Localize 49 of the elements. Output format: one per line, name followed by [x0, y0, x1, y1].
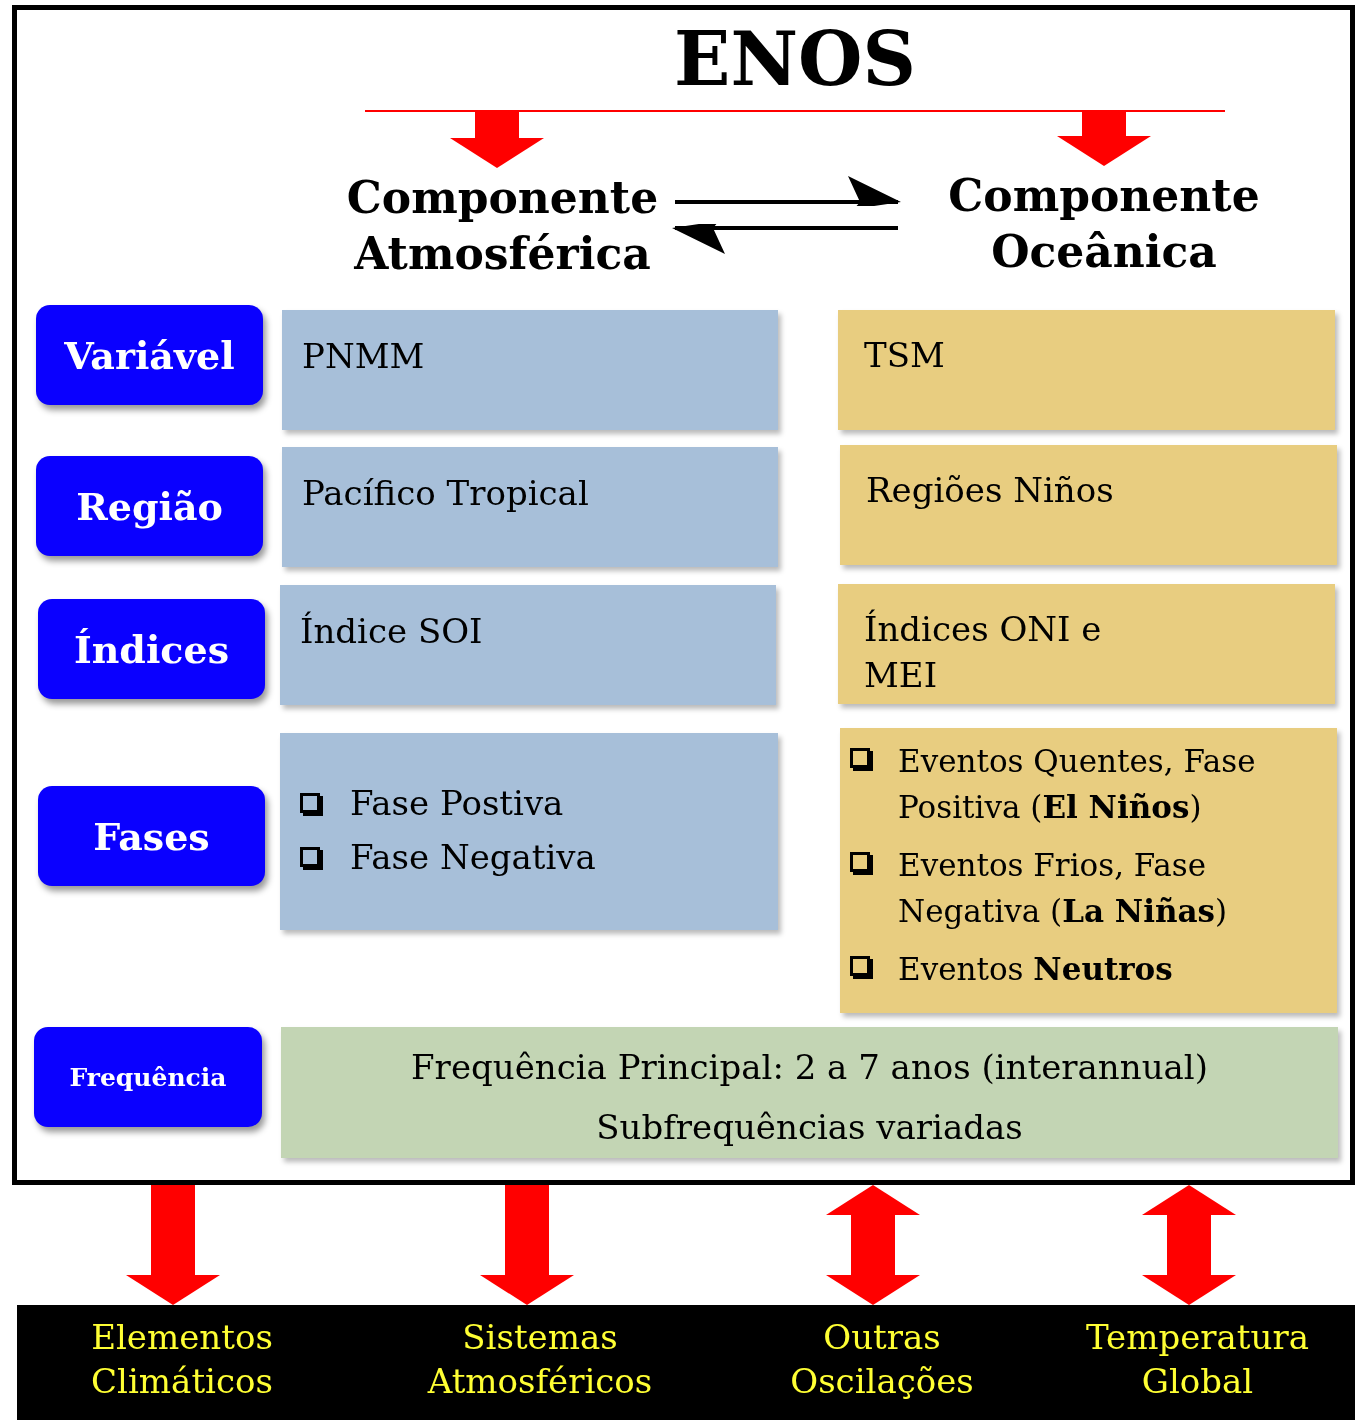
list-item-text: Eventos Quentes, Fase Positiva (El Niños) [898, 742, 1257, 827]
list-item-text: Fase Negativa [350, 837, 596, 877]
panel-text: Índice SOI [300, 611, 484, 651]
panel-text: TSM [864, 334, 946, 377]
panel-text: Frequência Principal: 2 a 7 anos (interannual) [410, 1046, 1209, 1089]
harpoon-arrow [675, 176, 901, 209]
atmospheric-panel [280, 733, 778, 930]
panel-text: Subfrequências variadas [595, 1106, 1024, 1149]
category-tab [38, 599, 265, 699]
oceanic-panel [838, 584, 1335, 704]
impact-label: Elementos Climáticos [90, 1316, 274, 1403]
component-heading: Componente Atmosférica [345, 171, 660, 281]
category-tab [36, 456, 263, 556]
diagram-frame [12, 5, 1355, 1185]
block-arrow [1057, 112, 1151, 166]
panel-text: Regiões Niños [866, 469, 1115, 512]
component-heading: Componente Oceânica [947, 169, 1261, 279]
category-text: Índices [73, 626, 230, 672]
impact-band [17, 1305, 1355, 1420]
oceanic-panel [840, 728, 1337, 1013]
list-item-text: Eventos Neutros [898, 950, 1173, 989]
oceanic-panel [838, 310, 1335, 430]
category-text: Variável [64, 332, 235, 378]
atmospheric-panel [282, 447, 778, 567]
impact-label: Temperatura Global [1085, 1316, 1310, 1403]
category-text: Fases [93, 813, 210, 859]
block-arrow [450, 112, 544, 168]
impact-label: Outras Oscilações [789, 1316, 975, 1403]
atmospheric-panel [280, 585, 776, 705]
double-arrow [826, 1185, 920, 1305]
frequency-panel [281, 1027, 1338, 1158]
impact-label: Sistemas Atmosféricos [426, 1316, 654, 1403]
double-arrow [1142, 1185, 1236, 1305]
atmospheric-panel [282, 310, 778, 430]
list-item-text: Fase Postiva [350, 783, 564, 823]
title-text: ENOS [673, 15, 917, 104]
block-arrow [480, 1185, 574, 1305]
oceanic-panel [840, 445, 1337, 565]
category-tab [38, 786, 265, 886]
harpoon-arrow [672, 221, 898, 254]
category-tab [34, 1027, 262, 1127]
block-arrow [126, 1185, 220, 1305]
panel-text: Pacífico Tropical [302, 473, 590, 513]
category-text: Frequência [69, 1062, 227, 1092]
category-text: Região [76, 483, 223, 529]
panel-text: PNMM [302, 336, 426, 376]
category-tab [36, 305, 263, 405]
panel-text: Índices ONI e MEI [864, 608, 1103, 697]
list-item-text: Eventos Frios, Fase Negativa (La Niñas) [898, 846, 1229, 931]
